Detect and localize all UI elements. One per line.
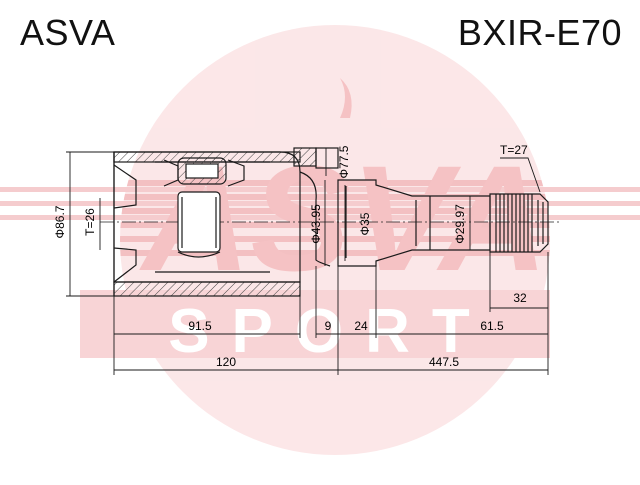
boot-collar (293, 147, 339, 267)
housing-body (113, 151, 301, 297)
watermark-logo: ASVA SPORT (0, 25, 640, 455)
dim-shoulder-width: 9 (325, 319, 332, 333)
splined-tip (489, 193, 549, 253)
dim-spline-length: 32 (513, 291, 527, 305)
dim-tip-length: 61.5 (480, 319, 504, 333)
part-number: BXIR-E70 (457, 12, 622, 53)
dim-outer-spline: T=27 (500, 143, 528, 157)
dim-inner-spline: T=26 (83, 208, 97, 236)
dim-total-length: 447.5 (429, 355, 459, 369)
watermark-stripes (120, 180, 550, 256)
dim-step-length: 24 (354, 319, 368, 333)
dim-housing-length: 91.5 (188, 319, 212, 333)
dim-body-length: 120 (216, 355, 236, 369)
watermark-subword: SPORT (168, 297, 492, 366)
dim-bore-diameter: Φ43.95 (309, 204, 323, 244)
watermark-flame-icon (340, 78, 352, 118)
dim-shaft-diameter: Φ35 (358, 212, 372, 235)
dim-outer-diameter: Φ86.7 (53, 205, 67, 238)
tripod-spider (163, 157, 245, 258)
vertical-dimensions (66, 148, 471, 297)
brand-title: ASVA (20, 12, 116, 53)
dim-neck-diameter: Φ29.97 (453, 204, 467, 244)
watermark-sport-band (80, 290, 550, 358)
horizontal-dimensions (113, 252, 549, 375)
spline-leader (500, 157, 541, 193)
dim-flange-diameter: Φ77.5 (337, 145, 351, 178)
watermark-band (0, 187, 640, 192)
